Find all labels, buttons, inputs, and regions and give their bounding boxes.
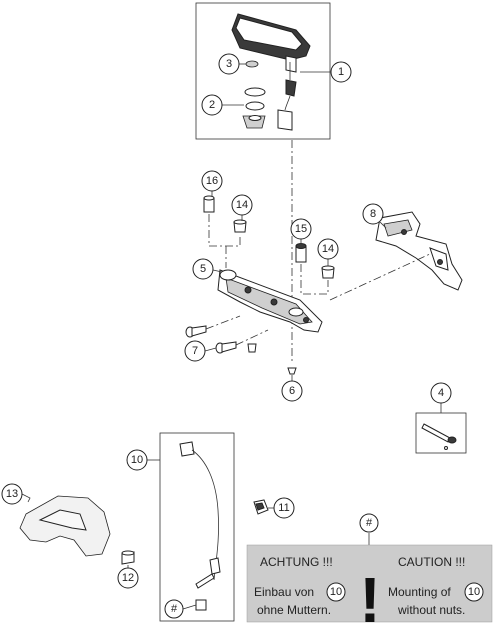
svg-text:4: 4: [438, 387, 444, 399]
axis-bracket-right: [329, 253, 431, 301]
callout-14-right: 14: [317, 238, 339, 266]
svg-text:10: 10: [131, 454, 143, 466]
notice-de-title: ACHTUNG !!!: [260, 555, 333, 569]
callout-11: 11: [268, 497, 295, 519]
screw-upper: [185, 325, 207, 338]
callout-5: 5: [192, 258, 223, 280]
axis-screw-lower: [235, 329, 269, 346]
notice-de-line1: Einbau von: [254, 585, 314, 599]
callout-13: 13: [1, 483, 23, 505]
svg-text:8: 8: [370, 208, 376, 220]
callout-hash-box: #: [164, 599, 197, 619]
axis-damper-right: [300, 264, 329, 295]
cable-tie: [421, 423, 457, 450]
notice-en-line1: Mounting of: [388, 585, 451, 599]
callout-14-left: 14: [231, 194, 253, 221]
cable-nut: [195, 599, 207, 611]
notice-en-ref: 10: [468, 586, 480, 598]
speed-sensor-cable: [179, 441, 221, 589]
svg-text:14: 14: [322, 243, 334, 255]
notice-background: [246, 544, 493, 623]
grommet-set: [242, 87, 266, 129]
washer: [245, 60, 259, 68]
notice-en-ref-circle: [464, 582, 484, 602]
notice-hash-label: #: [366, 517, 373, 529]
svg-text:6: 6: [289, 385, 295, 397]
spring-nut: [247, 343, 257, 353]
cable-group-box: [159, 432, 235, 622]
svg-text:11: 11: [278, 502, 289, 514]
callout-2: 2: [201, 94, 244, 116]
svg-text:7: 7: [192, 345, 198, 357]
bushing-right: [321, 265, 335, 279]
callout-12: 12: [117, 565, 139, 589]
headlight-bracket: [375, 211, 463, 291]
notice-hash-circle: [359, 513, 379, 533]
callout-7: 7: [184, 340, 217, 362]
callout-10: 10: [126, 449, 160, 471]
instrument-cluster: [231, 13, 311, 131]
svg-text:#: #: [171, 603, 178, 615]
callout-4: 4: [430, 382, 452, 413]
rivet: [287, 367, 297, 375]
bushing-left: [233, 219, 247, 233]
svg-text:1: 1: [338, 66, 344, 78]
exclamation-icon: !: [359, 564, 380, 625]
spacer-sleeve: [121, 550, 135, 565]
rubber-damper-left: [203, 195, 215, 213]
axis-damper-left: [208, 214, 241, 247]
svg-text:3: 3: [226, 58, 232, 70]
cable-clip: [253, 499, 269, 515]
svg-text:12: 12: [122, 572, 134, 584]
guard-clip: [21, 493, 31, 503]
callout-8: 8: [362, 203, 387, 229]
svg-text:2: 2: [209, 99, 215, 111]
callout-15: 15: [290, 218, 312, 244]
svg-text:14: 14: [236, 199, 248, 211]
instrument-group-box: [195, 2, 331, 140]
svg-text:15: 15: [295, 223, 307, 235]
notice-en-line2: without nuts.: [397, 603, 465, 617]
axis-screw-upper: [205, 315, 241, 330]
notice-de-line2: ohne Muttern.: [257, 603, 331, 617]
brake-disc-guard: [19, 495, 111, 557]
svg-text:16: 16: [206, 175, 218, 187]
screw-lower: [215, 341, 237, 354]
rubber-damper-right: [295, 243, 307, 263]
callout-1: 1: [300, 61, 352, 83]
instrument-bracket: [217, 269, 323, 333]
callout-16: 16: [201, 170, 223, 196]
callout-3: 3: [218, 53, 246, 75]
notice-de-ref: 10: [330, 586, 342, 598]
notice-panel: # ACHTUNG !!! CAUTION !!! Einbau von 10 …: [246, 513, 493, 625]
callout-6: 6: [281, 375, 303, 402]
notice-de-ref-circle: [326, 582, 346, 602]
svg-text:13: 13: [6, 488, 18, 500]
notice-en-title: CAUTION !!!: [398, 555, 465, 569]
svg-text:5: 5: [200, 263, 206, 275]
